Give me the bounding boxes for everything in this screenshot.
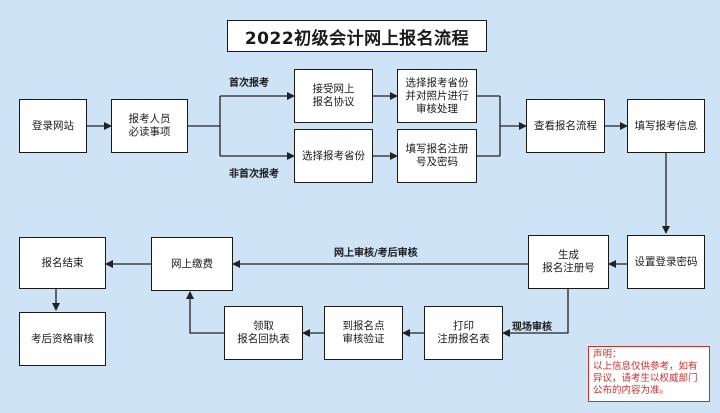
label-not-first-time: 非首次报考	[229, 169, 279, 180]
box-text-line: 填写报名注册	[405, 143, 469, 155]
edge-generate-to-print	[502, 289, 569, 337]
box-text-line: 到报名点	[342, 320, 385, 332]
box-text-line: 报名回执表	[237, 333, 290, 345]
box-text-line: 领取	[253, 320, 274, 332]
box-text-line: 登录网站	[32, 119, 74, 132]
disclaimer-heading: 声明：	[593, 349, 622, 360]
box-text-line: 报名协议	[312, 96, 355, 108]
box-text-line: 接受网上	[312, 83, 355, 95]
step-choose-province: 选择报考省份	[294, 129, 373, 183]
label-onsite-review: 现场审核	[512, 322, 552, 333]
box-text-line: 必读事项	[128, 126, 171, 138]
label-online-review: 网上审核/考后审核	[334, 248, 418, 259]
step-generate-reg-no: 生成报名注册号	[528, 235, 609, 289]
step-online-payment: 网上缴费	[151, 237, 233, 291]
box-text-line: 网上缴费	[171, 257, 213, 270]
box-text-line: 号及密码	[416, 156, 458, 168]
diagram-title: 2022初级会计网上报名流程	[227, 20, 487, 52]
step-print-form: 打印注册报名表	[424, 306, 503, 360]
box-text-line: 审核处理	[416, 102, 458, 115]
step-view-process: 查看报名流程	[526, 99, 605, 153]
box-text-line: 报名注册号	[542, 262, 595, 274]
box-text-line: 选择报考省份	[405, 76, 469, 89]
step-registration-end: 报名结束	[19, 237, 106, 289]
box-text-line: 审核验证	[342, 333, 385, 345]
step-accept-agreement: 接受网上报名协议	[294, 69, 373, 123]
step-set-password: 设置登录密码	[627, 235, 705, 289]
box-text-line: 注册报名表	[437, 333, 490, 345]
box-text-line: 考后资格审核	[31, 332, 94, 345]
box-text-line: 打印	[453, 320, 474, 332]
disclaimer-body: 以上信息仅供参考，如有异议，请考生以权威部门公布的内容为准。	[593, 361, 698, 396]
box-text-line: 填写报考信息	[634, 119, 698, 132]
box-text-line: 设置登录密码	[634, 255, 698, 268]
box-text-line: 报考人员	[128, 113, 171, 125]
disclaimer-notice: 声明： 以上信息仅供参考，如有异议，请考生以权威部门公布的内容为准。	[588, 346, 710, 402]
step-get-receipt: 领取报名回执表	[224, 306, 303, 360]
box-text-line: 报名结束	[41, 256, 84, 269]
step-login-site: 登录网站	[19, 99, 87, 153]
box-text-line: 查看报名流程	[534, 119, 597, 132]
step-onsite-verify: 到报名点审核验证	[324, 306, 403, 360]
step-read-notice: 报考人员必读事项	[111, 99, 188, 153]
step-post-exam-review: 考后资格审核	[19, 312, 106, 366]
box-text-line: 并对照片进行	[405, 89, 469, 102]
box-text-line: 选择报考省份	[302, 149, 365, 162]
edge-receipt-to-payment	[186, 291, 224, 334]
box-text-line: 生成	[558, 249, 579, 261]
step-fill-reg-no: 填写报名注册号及密码	[397, 129, 477, 183]
step-choose-province-photo: 选择报考省份并对照片进行审核处理	[397, 69, 477, 123]
label-first-time: 首次报考	[229, 78, 269, 89]
step-fill-info: 填写报考信息	[627, 99, 705, 153]
